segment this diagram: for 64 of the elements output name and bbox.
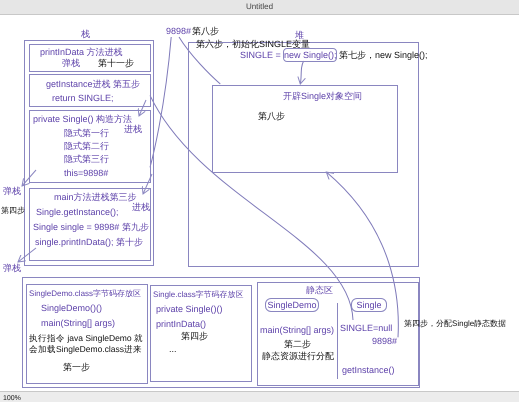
heading-text: SingleDemo.class字节码存放区: [29, 288, 142, 299]
body-text: this=9898#: [64, 168, 108, 179]
body-text: SingleDemo()(): [41, 303, 102, 314]
connector-line: [297, 60, 306, 84]
heading-text: 开辟Single对象空间: [283, 91, 362, 102]
note-label: 弹栈: [3, 186, 21, 197]
window-title: Untitled: [246, 2, 274, 12]
body-text: 隐式第一行: [64, 128, 109, 139]
note-label: 第四步，分配Single静态数据: [404, 318, 506, 329]
heading-text: 栈: [81, 29, 90, 40]
note-label: 第六步，初始化SINGLE变量: [196, 39, 310, 50]
body-text: 第四步: [181, 331, 208, 342]
body-text: 执行指令 java SingleDemo 就会加载SingleDemo.class进来: [29, 333, 144, 355]
connector-line: [150, 94, 354, 320]
body-text: getInstance(): [342, 365, 395, 376]
body-text: 隐式第三行: [64, 154, 109, 165]
body-text: private Single()(): [156, 304, 223, 315]
connector-line: [150, 36, 172, 168]
note-label: 第八步: [192, 26, 219, 37]
heading-text: main方法进栈第三步: [54, 192, 137, 202]
heading-text: Single.class字节码存放区: [153, 289, 244, 300]
body-text: ...: [169, 344, 177, 355]
heading-text: 静态区: [306, 285, 333, 296]
class-area-box: [26, 284, 148, 384]
value-text: 9898#: [166, 26, 192, 37]
note-label: SINGLE =: [240, 50, 281, 61]
value-text: SINGLE=null: [340, 322, 390, 334]
note-label: 第四步: [1, 205, 25, 216]
body-text: printInData(): [156, 319, 206, 330]
heading-text: private Single() 构造方法: [33, 114, 132, 124]
body-text: 第十一步: [98, 58, 134, 69]
body-text: main(String[] args): [41, 318, 116, 329]
code-box: new Single();: [283, 48, 337, 62]
heading-text: 堆: [295, 30, 304, 40]
body-text: return SINGLE;: [52, 93, 114, 104]
body-text: 第八步: [258, 111, 285, 122]
stack-frame-box: [29, 74, 151, 107]
class-area-box: [150, 285, 252, 382]
note-label: 进栈: [124, 124, 142, 135]
object-space-box: [212, 85, 398, 173]
note-label: 进栈: [132, 202, 150, 213]
body-text: 第一步: [63, 362, 90, 373]
method-area-box: [22, 277, 420, 388]
stack-frame-box: [29, 44, 151, 72]
body-text: Single single = 9898# 第九步: [33, 222, 149, 233]
body-text: main(String[] args): [260, 325, 334, 336]
body-text: 第二步: [284, 339, 311, 350]
value-text: 9898#: [372, 336, 400, 347]
note-label: 弹栈: [62, 58, 80, 69]
connector-line: [326, 172, 399, 338]
body-text: Single.getInstance();: [36, 207, 119, 218]
note-label: 第七步，new Single();: [339, 50, 428, 61]
heading-text: printInData 方法进栈: [40, 47, 123, 58]
stack-frame-box: [29, 188, 151, 261]
note-label: 弹栈: [3, 263, 21, 274]
stack-frame-box: [29, 110, 151, 183]
connector-line: [178, 36, 221, 84]
class-name-box: SingleDemo: [265, 298, 319, 312]
body-text: 隐式第二行: [64, 141, 109, 152]
class-name-box: Single: [351, 298, 387, 312]
static-area-box: [257, 282, 419, 386]
body-text: 静态资源进行分配: [262, 351, 334, 362]
body-text: single.printInData(); 第十步: [35, 237, 144, 248]
heading-text: getInstance进栈 第五步: [46, 79, 140, 90]
